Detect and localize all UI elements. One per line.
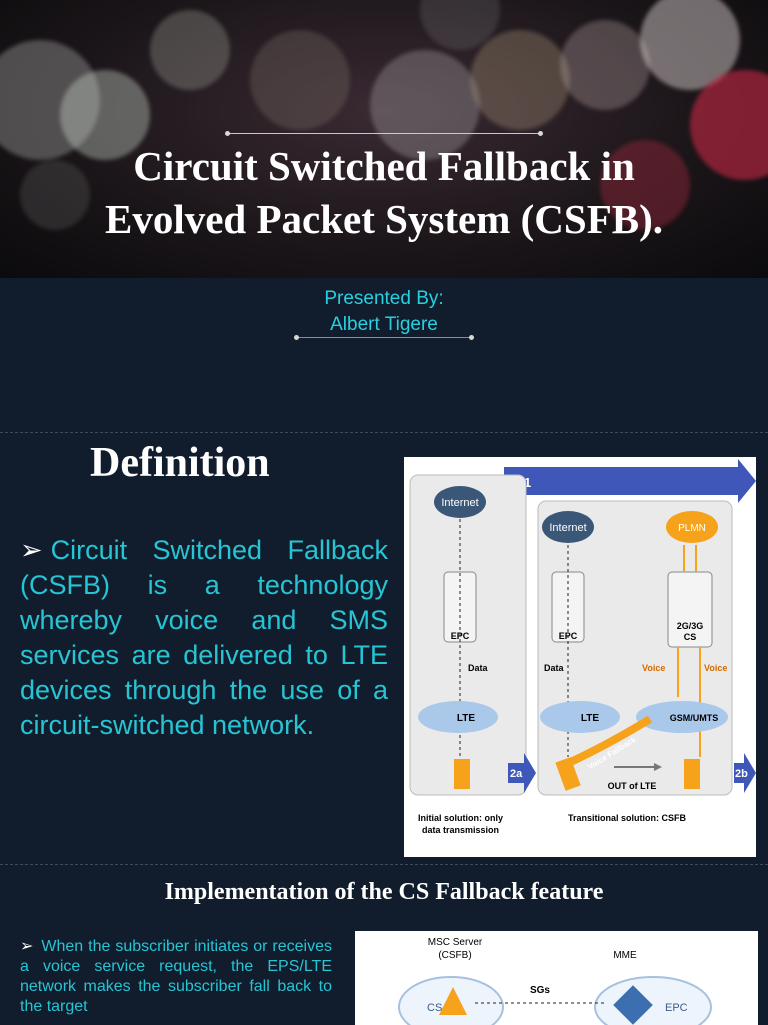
plmn-cloud-icon [666, 511, 718, 543]
cs-label-1: 2G/3G [677, 621, 704, 631]
title-line-2: Evolved Packet System (CSFB). [104, 196, 663, 242]
step-1-label: 1 [524, 475, 531, 490]
definition-slide: Definition ➢Circuit Switched Fallback (C… [0, 432, 768, 864]
title-divider [225, 131, 543, 136]
presenter-name: Albert Tigere [330, 314, 438, 335]
arrow-bullet-icon: ➢ [20, 938, 34, 955]
definition-bullet: ➢Circuit Switched Fallback (CSFB) is a t… [20, 533, 388, 743]
phone-icon [555, 757, 581, 791]
caption-left-1: Initial solution: only [418, 813, 503, 823]
internet-label-left: Internet [441, 497, 478, 509]
implementation-heading: Implementation of the CS Fallback featur… [164, 879, 604, 905]
step-2a-label: 2a [510, 768, 523, 780]
implementation-text: When the subscriber initiates or receive… [20, 938, 332, 1015]
mme-node-icon [613, 985, 653, 1025]
page-title: Circuit Switched Fallback in Evolved Pac… [0, 140, 768, 246]
caption-right: Transitional solution: CSFB [568, 813, 687, 823]
lte-cloud-icon [418, 701, 498, 733]
arrow-bullet-icon: ➢ [20, 535, 43, 565]
cs-box-icon [667, 571, 713, 648]
mme-label: MME [613, 950, 637, 961]
step-2b-label: 2b [735, 768, 748, 780]
step-1-arrow [504, 459, 756, 503]
step-2b-arrow [734, 753, 756, 793]
voice-label-2: Voice [704, 663, 727, 673]
msc-server-icon [439, 987, 467, 1015]
epc-cloud-icon [594, 976, 712, 1025]
sgs-label: SGs [530, 985, 550, 996]
cs-label-2: CS [684, 632, 697, 642]
voice-fallback-arrow [562, 715, 653, 769]
implementation-bullet: ➢When the subscriber initiates or receiv… [20, 937, 332, 1017]
internet-label-right: Internet [549, 522, 586, 534]
step-2a-arrow [508, 753, 536, 793]
internet-cloud-icon [542, 511, 594, 543]
voice-label-1: Voice [642, 663, 665, 673]
cs-label: CS [427, 1002, 442, 1014]
gsm-label: GSM/UMTS [670, 713, 719, 723]
lte-label-right: LTE [581, 713, 599, 724]
lte-cloud-icon [540, 701, 620, 733]
lte-label-left: LTE [457, 713, 475, 724]
plmn-label: PLMN [678, 523, 706, 534]
msc-label-2: (CSFB) [438, 950, 471, 961]
msc-label-1: MSC Server [428, 937, 483, 948]
title-slide: Circuit Switched Fallback in Evolved Pac… [0, 0, 768, 432]
definition-heading: Definition [90, 440, 270, 486]
presented-by-label: Presented By: [324, 288, 444, 309]
transitional-panel [537, 500, 733, 796]
title-line-1: Circuit Switched Fallback in [133, 143, 635, 189]
bokeh-background-image [0, 0, 768, 278]
data-label-right: Data [544, 663, 565, 673]
sgs-diagram: MSC Server (CSFB) MME CS EPC SGs [355, 931, 758, 1025]
presenter-divider [294, 335, 474, 340]
definition-text: Circuit Switched Fallback (CSFB) is a te… [20, 535, 388, 740]
internet-cloud-icon [434, 486, 486, 518]
caption-left-2: data transmission [422, 825, 499, 835]
csfb-diagram: 1 2a 2b Internet Internet PLMN EPC EPC 2… [404, 457, 756, 857]
out-of-lte-label: OUT of LTE [608, 781, 657, 791]
phone-icon [454, 759, 470, 789]
epc-label: EPC [665, 1002, 688, 1014]
gsm-cloud-icon [636, 701, 728, 733]
data-label-left: Data [468, 663, 489, 673]
implementation-slide: Implementation of the CS Fallback featur… [0, 864, 768, 1025]
phone-icon [684, 759, 700, 789]
